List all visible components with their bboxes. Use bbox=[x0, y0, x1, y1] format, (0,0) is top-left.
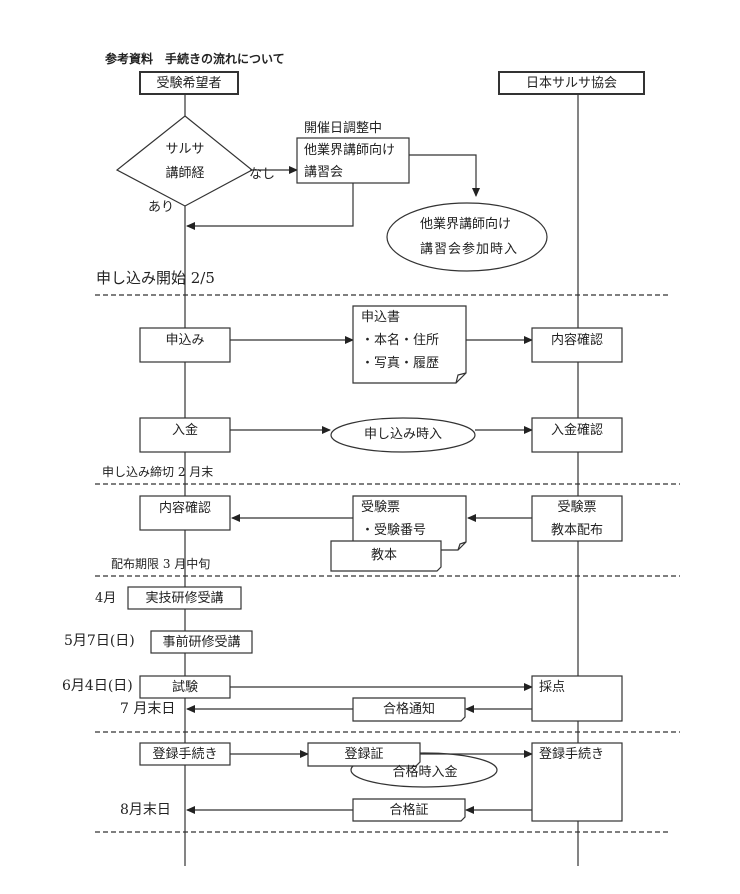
payment-at-apply-ellipse bbox=[330, 417, 476, 453]
content-check-assoc-box bbox=[531, 327, 623, 363]
payment-on-pass-label: 合格時入金 bbox=[392, 765, 458, 780]
grading-box bbox=[531, 675, 623, 722]
date-may: 5月7日(日) bbox=[64, 633, 135, 649]
registration-applicant-label: 登録手続き bbox=[152, 747, 218, 762]
other-course-box bbox=[296, 137, 410, 184]
decision-yes-label: あり bbox=[148, 200, 175, 215]
grading-label: 採点 bbox=[539, 680, 566, 695]
pass-notice-doc-shape bbox=[352, 697, 466, 722]
application-doc-item1: ・本名・住所 bbox=[361, 333, 440, 348]
date-june: 6月4日(日) bbox=[62, 678, 133, 694]
registration-cert-label: 登録証 bbox=[344, 747, 384, 762]
apply-box bbox=[139, 327, 231, 363]
payment-check-box bbox=[531, 417, 623, 453]
content-check-applicant-box bbox=[139, 495, 231, 531]
pre-training-box bbox=[150, 630, 253, 654]
payment-at-apply-label: 申し込み時入 bbox=[363, 427, 442, 442]
registration-assoc-box bbox=[531, 742, 623, 822]
practical-training-label: 実技研修受講 bbox=[145, 591, 224, 606]
exam-label: 試験 bbox=[171, 680, 198, 695]
decision-no-label: なし bbox=[249, 167, 276, 182]
payment-check-label: 入金確認 bbox=[550, 423, 603, 438]
other-course-line2: 講習会 bbox=[304, 165, 344, 180]
lane-applicant-label: 受験希望者 bbox=[156, 76, 222, 91]
decision-line1: サルサ bbox=[165, 142, 205, 157]
payment-label: 入金 bbox=[171, 423, 198, 438]
application-doc-title: 申込書 bbox=[361, 310, 401, 325]
exam-ticket-doc-title: 受験票 bbox=[361, 500, 401, 515]
date-august-end: 8月末日 bbox=[120, 802, 171, 818]
phase-distribution-deadline: 配布期限 3 月中旬 bbox=[111, 557, 211, 571]
registration-assoc-label: 登録手続き bbox=[539, 747, 605, 762]
pass-cert-label: 合格証 bbox=[389, 803, 429, 818]
content-check-applicant-label: 内容確認 bbox=[158, 501, 211, 516]
phase-apply-deadline: 申し込み締切 2 月末 bbox=[102, 465, 214, 479]
decision-diamond bbox=[115, 115, 254, 207]
pre-training-label: 事前研修受講 bbox=[162, 635, 241, 650]
arrow-other-back bbox=[186, 183, 354, 230]
lane-association-label: 日本サルサ協会 bbox=[525, 76, 617, 91]
textbook-doc-shape bbox=[330, 540, 442, 572]
page-title: 参考資料 手続きの流れについて bbox=[105, 52, 285, 66]
distribute-line2: 教本配布 bbox=[550, 523, 603, 538]
exam-ticket-doc-item1: ・受験番号 bbox=[361, 523, 427, 538]
application-doc-shape bbox=[352, 305, 467, 384]
other-course-fee-line2: 講習会参加時入 bbox=[420, 242, 519, 257]
textbook-doc-label: 教本 bbox=[370, 548, 397, 563]
association-header-box bbox=[498, 71, 645, 95]
arrow-other-to-fee bbox=[409, 154, 480, 197]
pass-notice-label: 合格通知 bbox=[382, 702, 435, 717]
registration-cert-doc-shape bbox=[307, 742, 421, 767]
other-course-fee-line1: 他業界講師向け bbox=[420, 217, 512, 232]
distribute-line1: 受験票 bbox=[557, 500, 597, 515]
applicant-header-box bbox=[139, 71, 239, 95]
other-course-fee-ellipse bbox=[386, 202, 548, 272]
content-check-assoc-label: 内容確認 bbox=[550, 333, 603, 348]
application-doc-item2: ・写真・履歴 bbox=[361, 356, 440, 371]
pass-cert-doc-shape bbox=[352, 798, 466, 822]
date-july-end: 7 月末日 bbox=[120, 701, 176, 717]
other-course-line1: 他業界講師向け bbox=[304, 143, 396, 158]
distribute-box bbox=[531, 495, 623, 542]
other-course-status: 開催日調整中 bbox=[304, 121, 383, 136]
phase-apply-start: 申し込み開始 2/5 bbox=[96, 269, 215, 287]
apply-label: 申込み bbox=[165, 333, 205, 348]
date-april: 4月 bbox=[95, 591, 117, 606]
payment-box bbox=[139, 417, 231, 453]
decision-line2: 講師経 bbox=[165, 166, 205, 181]
practical-training-box bbox=[127, 586, 242, 610]
